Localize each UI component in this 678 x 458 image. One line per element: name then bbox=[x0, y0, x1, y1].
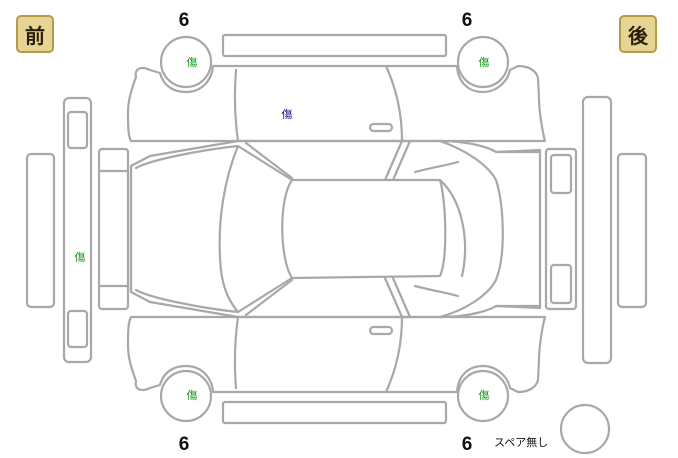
windshield bbox=[218, 144, 240, 314]
spare-tire-label: スペア無し bbox=[494, 436, 549, 449]
tire-depth-front-right: 6 bbox=[178, 434, 190, 455]
front-grille bbox=[97, 147, 130, 311]
rear-right-wheel bbox=[456, 369, 510, 423]
top-view-body bbox=[129, 139, 542, 319]
left-roof-rail bbox=[221, 33, 448, 58]
rear-bumper-inner bbox=[581, 95, 613, 365]
tire-depth-front-left: 6 bbox=[178, 10, 190, 31]
tire-depth-rear-right: 6 bbox=[461, 434, 473, 455]
right-side-body bbox=[126, 315, 547, 394]
left-side-body bbox=[126, 64, 547, 143]
front-direction-badge: 前 bbox=[16, 15, 54, 53]
rear-bumper-outer bbox=[616, 152, 648, 309]
rear-direction-badge: 後 bbox=[619, 15, 657, 53]
front-bumper-outer bbox=[25, 152, 56, 309]
damage-mark-front-right-wheel: 傷 bbox=[186, 389, 198, 402]
damage-mark-front-left-wheel: 傷 bbox=[186, 56, 198, 69]
front-left-wheel bbox=[159, 35, 213, 89]
spare-tire bbox=[559, 403, 611, 455]
damage-mark-rear-left-wheel: 傷 bbox=[478, 56, 490, 69]
front-bumper-inner bbox=[62, 96, 93, 364]
front-right-wheel bbox=[159, 369, 213, 423]
damage-mark-front-bumper: 傷 bbox=[74, 251, 86, 264]
rear-left-wheel bbox=[456, 35, 510, 89]
cabin-roof bbox=[281, 178, 447, 280]
tire-depth-rear-left: 6 bbox=[461, 10, 473, 31]
right-roof-rail bbox=[221, 400, 448, 425]
damage-mark-rear-right-wheel: 傷 bbox=[478, 389, 490, 402]
rear-panel bbox=[544, 147, 578, 311]
damage-mark-front-left-door: 傷 bbox=[281, 108, 293, 121]
